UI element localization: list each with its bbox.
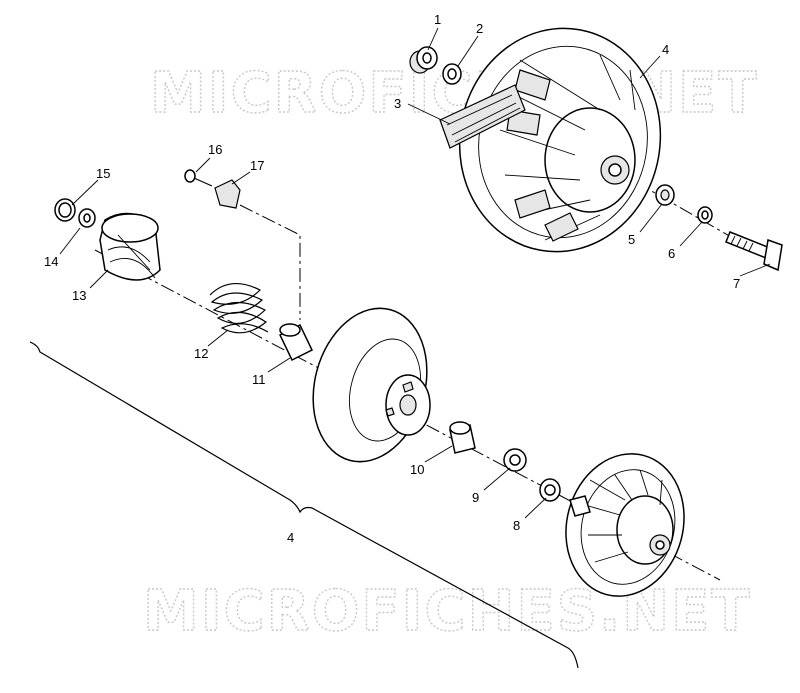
callout-15: 15 (96, 166, 110, 181)
callout-16: 16 (208, 142, 222, 157)
callout-7: 7 (733, 276, 740, 291)
slider-button-part-17 (214, 179, 241, 209)
callout-17: 17 (250, 158, 264, 173)
leader-lines (59, 27, 771, 519)
driven-sheave-upper (458, 27, 662, 253)
callout-12: 12 (194, 346, 208, 361)
callout-3: 3 (394, 96, 401, 111)
callout-13: 13 (72, 288, 86, 303)
callout-numbers: 1 2 3 4 5 6 7 8 9 10 11 12 13 14 15 16 1… (44, 12, 740, 545)
assembly-bracket (29, 341, 579, 669)
callout-4-assembly: 4 (287, 530, 294, 545)
cam-helix-part-13 (99, 212, 161, 281)
snap-ring-part-15 (54, 198, 76, 222)
movable-sheave (312, 307, 431, 463)
callout-9: 9 (472, 490, 479, 505)
callout-6: 6 (668, 246, 675, 261)
bushing-part-10 (449, 421, 476, 454)
callout-11: 11 (252, 372, 266, 387)
washer-part-9 (503, 448, 527, 472)
lock-washer-part-6 (697, 206, 713, 224)
callout-8: 8 (513, 518, 520, 533)
callout-10: 10 (410, 462, 424, 477)
washer-part-5 (655, 184, 675, 206)
callout-2: 2 (476, 21, 483, 36)
washer-part-8 (539, 478, 561, 502)
fixed-sheave-lower (565, 453, 685, 597)
washer-part-2 (442, 63, 462, 85)
callout-1: 1 (434, 12, 441, 27)
bushing-part-11 (279, 323, 313, 362)
callout-5: 5 (628, 232, 635, 247)
screw-part-16 (184, 169, 213, 187)
bushing-part-1 (409, 46, 438, 74)
bolt-part-7 (725, 231, 783, 272)
callout-4: 4 (662, 42, 669, 57)
pin-axis-line (239, 204, 301, 320)
washer-part-14 (78, 208, 96, 228)
callout-14: 14 (44, 254, 58, 269)
spring-part-12 (209, 283, 269, 334)
watermark-bottom: MICROFICHES.NET (143, 579, 752, 644)
drive-belt (439, 84, 526, 149)
